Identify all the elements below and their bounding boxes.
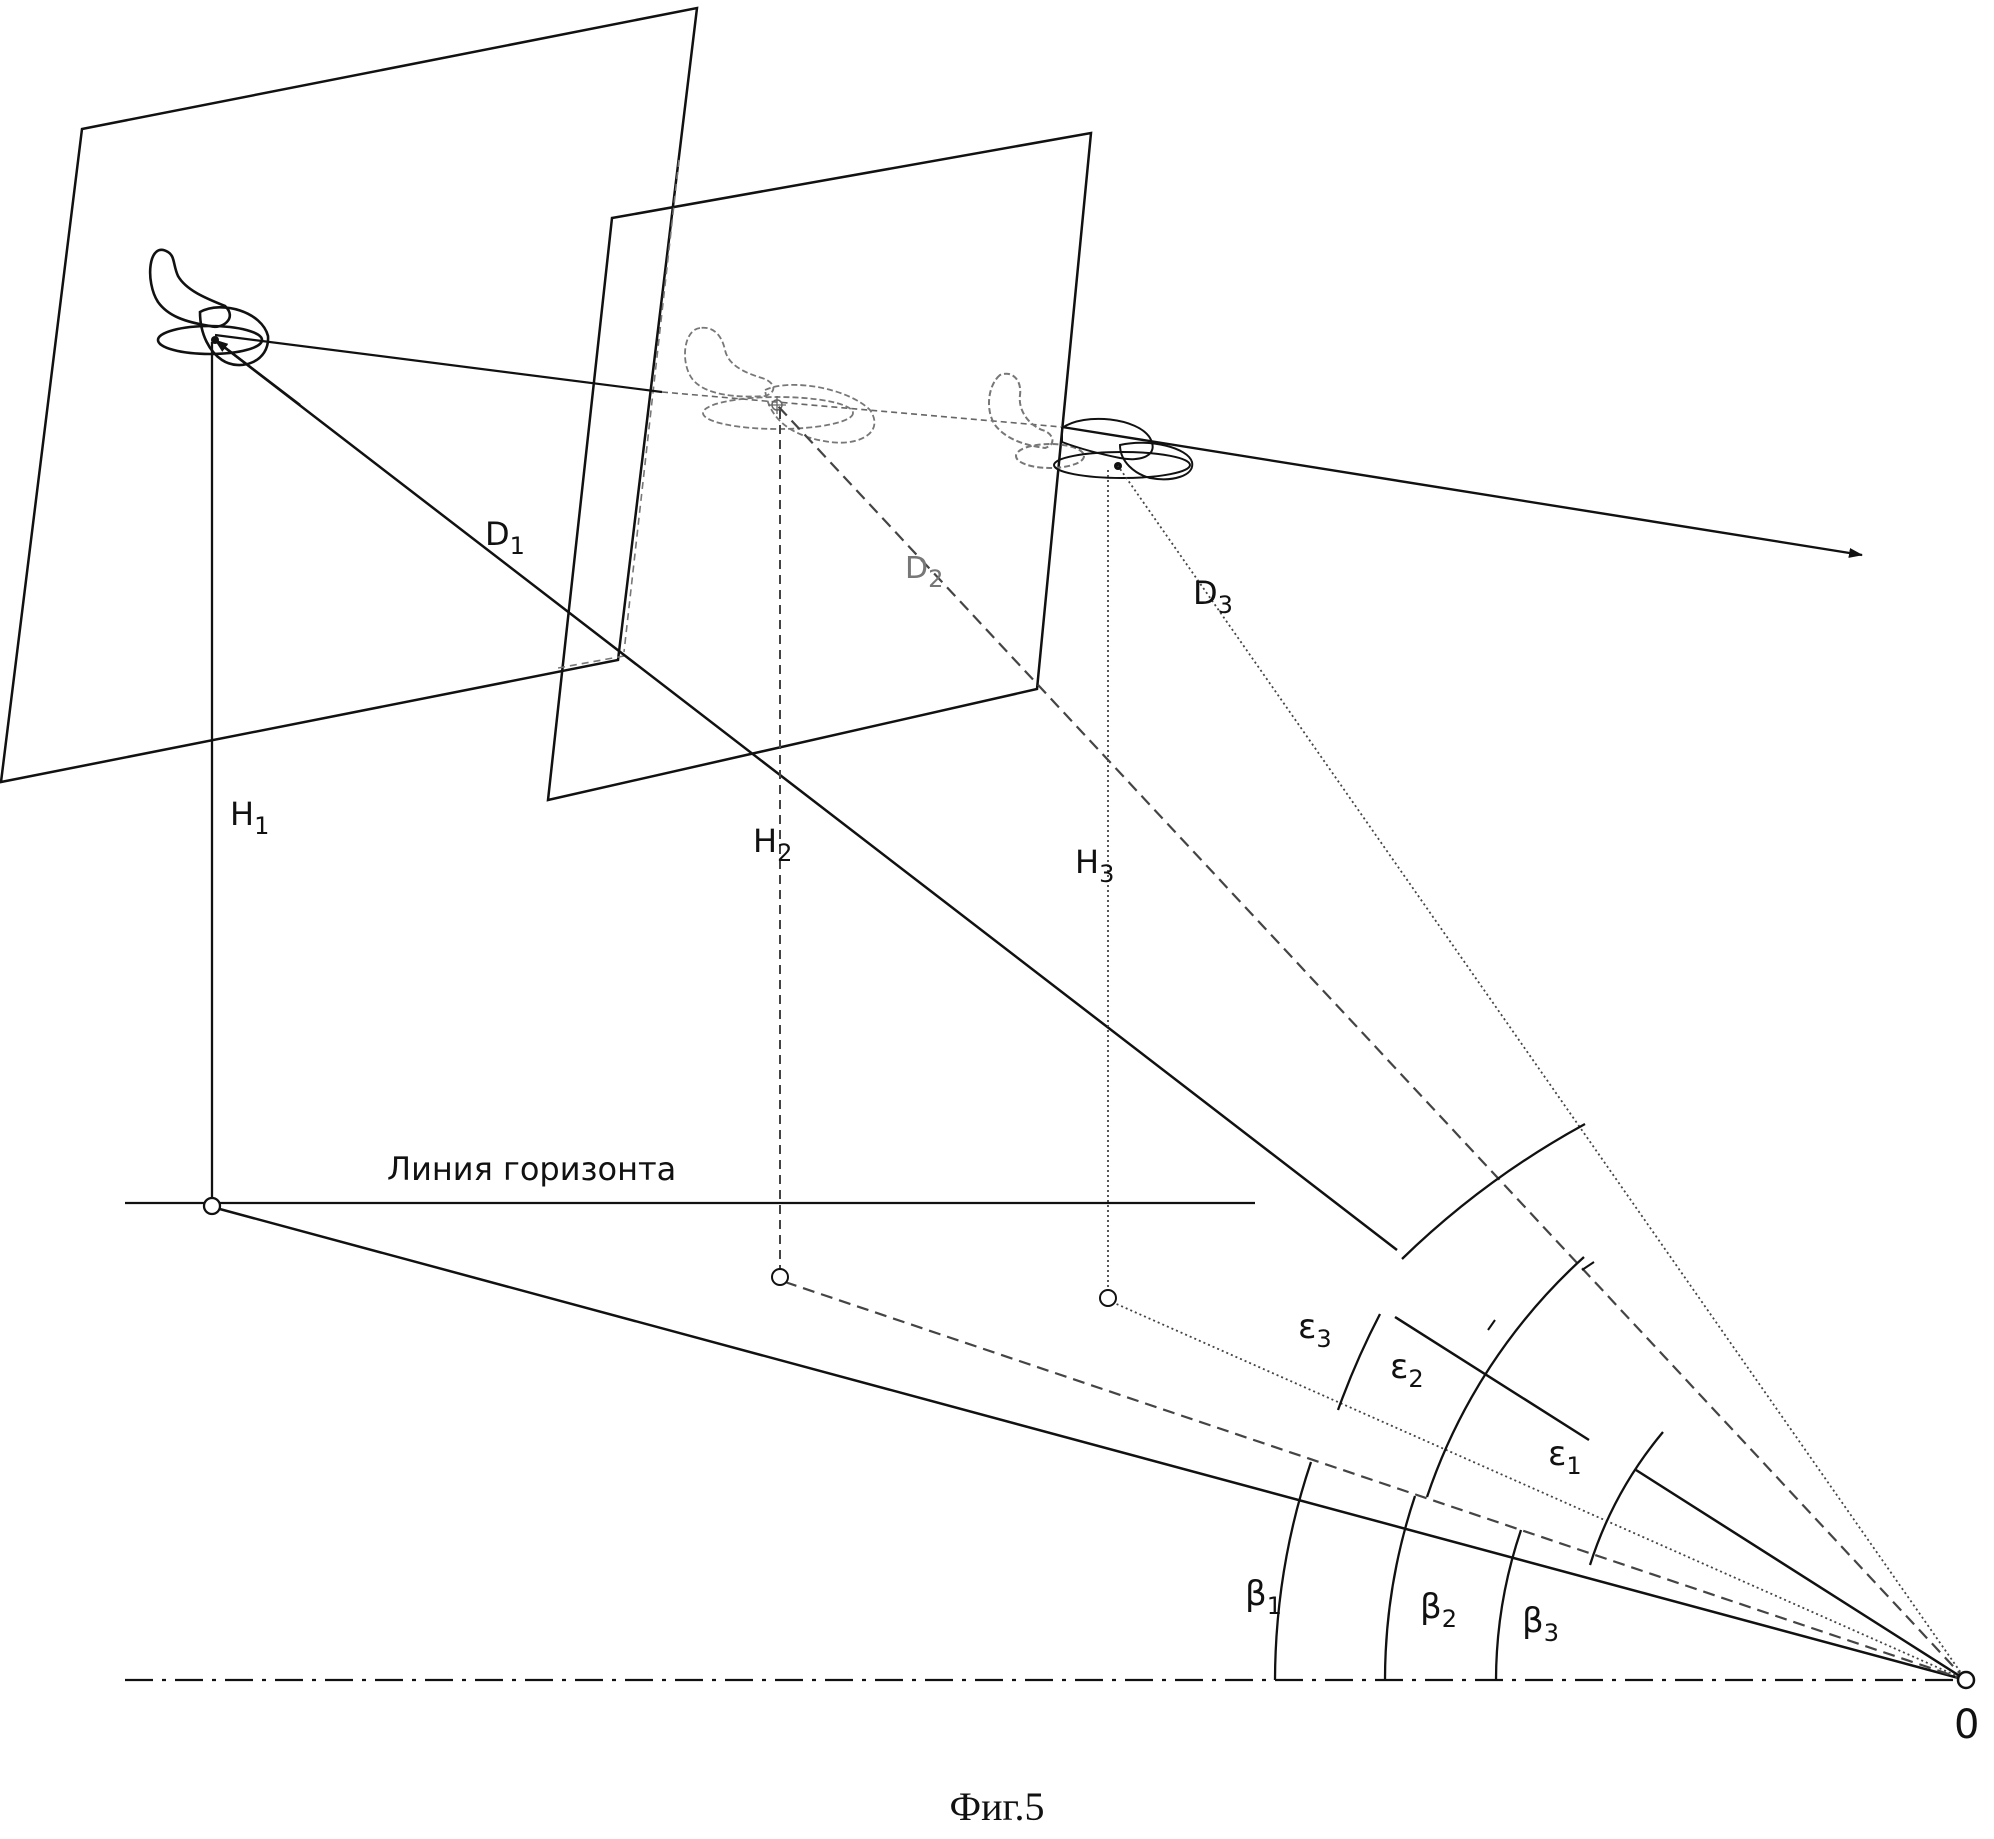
- arc-epsilon-3: [1336, 1313, 1382, 1411]
- label-epsilon-1: ε1: [1548, 1434, 1582, 1480]
- svg-text:ε3: ε3: [1298, 1307, 1332, 1353]
- svg-text:H3: H3: [1075, 843, 1114, 888]
- label-beta-1: β1: [1245, 1574, 1282, 1620]
- svg-text:D3: D3: [1193, 574, 1233, 619]
- projection-line-2: [784, 1280, 1967, 1682]
- arc-epsilon-2: [1425, 1256, 1585, 1498]
- ground-point-2: [771, 1268, 789, 1286]
- label-beta-2: β2: [1420, 1587, 1457, 1633]
- arc-ticks: [1487, 1261, 1595, 1331]
- slant-range-line-2: [776, 404, 1967, 1681]
- trajectory-arrow: [1061, 425, 1863, 558]
- slant-range-line-1: [214, 339, 1967, 1682]
- projection-line-1: [215, 1206, 1967, 1682]
- svg-text:D2: D2: [905, 551, 943, 593]
- aircraft-icon-position-3: [988, 372, 1194, 481]
- horizon-label: Линия горизонта: [387, 1150, 676, 1188]
- origin-point: [1956, 1670, 1976, 1690]
- projection-line-3: [1111, 1301, 1967, 1681]
- label-beta-3: β3: [1522, 1601, 1559, 1647]
- svg-text:β3: β3: [1522, 1601, 1559, 1647]
- svg-text:H2: H2: [753, 822, 792, 867]
- origin-label: 0: [1954, 1702, 1979, 1748]
- aircraft-icon-position-1: [148, 248, 270, 367]
- plane-1-hidden-edge-right: [623, 159, 680, 653]
- arc-epsilon-3-outer: [1401, 1122, 1586, 1260]
- svg-text:ε1: ε1: [1548, 1434, 1582, 1480]
- label-h3: H3: [1075, 843, 1114, 888]
- arc-beta-1: [1273, 1461, 1313, 1681]
- label-h2: H2: [753, 822, 792, 867]
- svg-text:β1: β1: [1245, 1574, 1282, 1620]
- label-h1: H1: [230, 795, 269, 840]
- slant-range-line-1-arrow: [214, 339, 301, 406]
- svg-text:β2: β2: [1420, 1587, 1457, 1633]
- svg-text:H1: H1: [230, 795, 269, 840]
- ground-point-1: [202, 1196, 222, 1216]
- label-d2: D2: [905, 551, 943, 593]
- trajectory-segment-hidden: [661, 391, 1063, 428]
- image-plane-2: [546, 131, 1093, 802]
- label-d1: D1: [485, 515, 525, 560]
- arc-beta-3: [1494, 1529, 1523, 1681]
- arc-epsilon-1: [1588, 1431, 1664, 1566]
- image-plane-1: [0, 6, 699, 784]
- svg-text:D1: D1: [485, 515, 525, 560]
- figure-caption: Фиг.5: [950, 1784, 1045, 1829]
- slant-range-line-3: [1117, 465, 1967, 1681]
- svg-text:ε2: ε2: [1390, 1347, 1424, 1393]
- trajectory-segment-1: [214, 333, 663, 394]
- label-d3: D3: [1193, 574, 1233, 619]
- aircraft-icon-position-2: [684, 326, 876, 444]
- label-epsilon-2: ε2: [1390, 1347, 1424, 1393]
- ground-point-3: [1099, 1289, 1117, 1307]
- label-epsilon-3: ε3: [1298, 1307, 1332, 1353]
- arc-beta-2: [1383, 1495, 1417, 1681]
- angle-arcs: [1273, 1122, 1664, 1681]
